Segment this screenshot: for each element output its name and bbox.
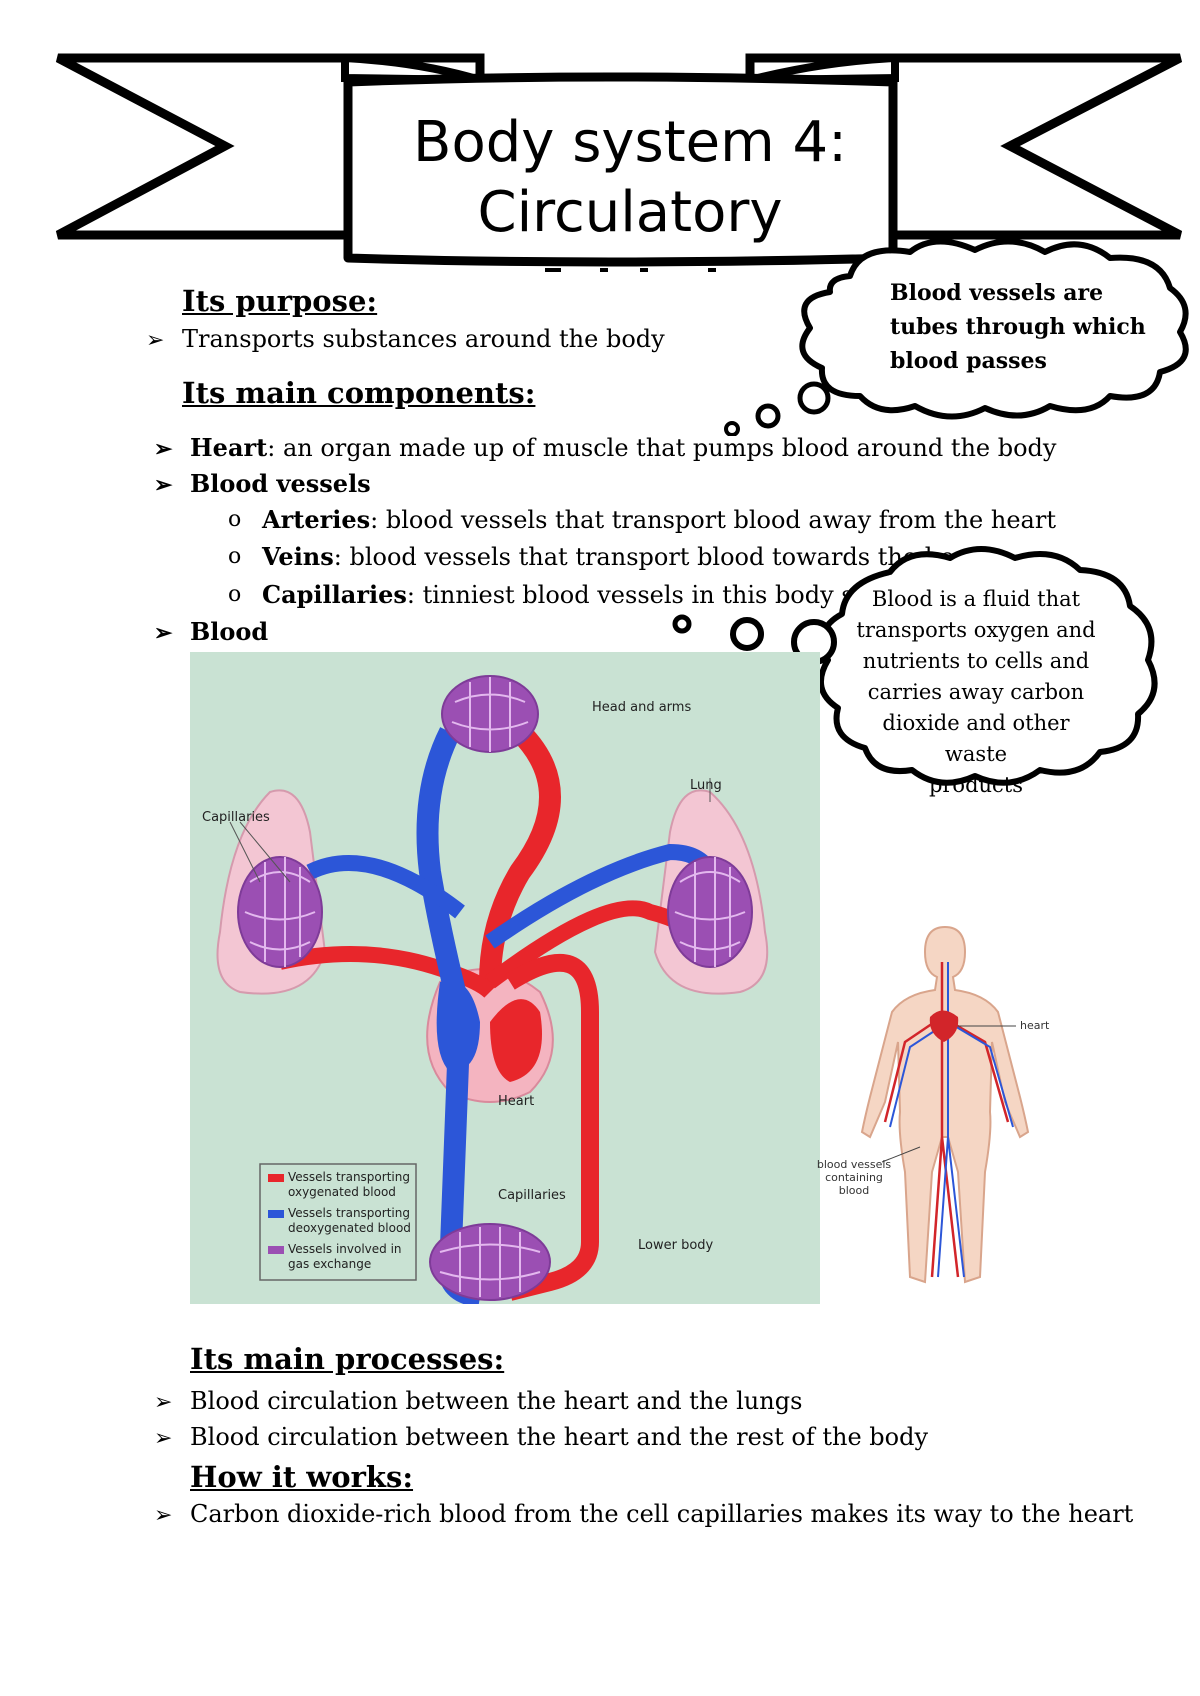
legend-line: deoxygenated blood [288,1221,411,1235]
legend-line: Vessels transporting [288,1170,410,1184]
blood-item: Blood [190,617,269,646]
capillary-mesh [244,677,746,1297]
title-banner [55,53,1183,272]
arrow-bullet-icon: ➢ [154,620,173,646]
label-heart: Heart [498,1094,535,1109]
arteries-definition: : blood vessels that transport blood awa… [370,506,1056,534]
page-title: Body system 4: Circulatory [350,108,910,248]
cloud-blood-line: products [928,773,1024,797]
heart-term: Heart [190,433,268,462]
cloud-blood-line: Blood is a fluid that [871,587,1081,611]
capillaries-item: Capillaries: tinniest blood vessels in t… [262,580,926,609]
cloud-blood-line: dioxide and other waste [882,711,1070,766]
cloud-blood-line: nutrients to cells and [862,649,1090,673]
process-item: Blood circulation between the heart and … [190,1387,803,1415]
body-veins [889,962,1014,1278]
arrow-bullet-icon: ➢ [146,328,165,353]
cloud-vessels-line: blood passes [890,348,1047,374]
circle-bullet-icon: o [228,544,242,569]
arteries-term: Arteries [262,505,371,534]
cloud-blood-line: carries away carbon [867,680,1085,704]
label-lower-body: Lower body [638,1238,714,1253]
label-head-and-arms: Head and arms [592,700,692,715]
body-vessels-line: blood vessels [816,1158,892,1171]
how-item: Carbon dioxide-rich blood from the cell … [190,1500,1134,1528]
capillaries-definition: : tinniest blood vessels in this body sy… [406,581,927,609]
pulmonary-artery-left [306,855,465,919]
title-line-1: Body system 4: [413,110,847,175]
veins-definition: : blood vessels that transport blood tow… [333,543,990,571]
label-lung: Lung [690,778,722,793]
label-capillaries-bottom: Capillaries [498,1188,566,1203]
capillaries-term: Capillaries [262,580,407,609]
heart-left-side [490,999,542,1082]
capillary-bed-lower-body [429,1223,551,1301]
vessels-pointer [881,1146,921,1163]
heart-definition: : an organ made up of muscle that pumps … [267,434,1057,462]
legend-box [259,1163,417,1281]
legend-swatch-oxygenated [268,1174,284,1182]
legend-line: Vessels involved in [288,1242,402,1256]
body-arteries [883,962,1010,1278]
pulmonary-vein-left [278,946,496,998]
circulation-diagram-art [190,652,820,1308]
circle-bullet-icon: o [228,582,242,607]
body-silhouette [860,925,1030,1284]
how-heading: How it works: [190,1460,414,1494]
body-vessels-line: containing blood [825,1171,883,1197]
cloud-vessels-line: tubes through which [890,314,1146,340]
vessels-item: Blood vessels [190,469,371,498]
purpose-heading: Its purpose: [182,284,378,318]
label-body-heart: heart [1020,1019,1050,1032]
thought-cloud-blood [672,546,1158,786]
label-capillaries-left: Capillaries [202,810,270,825]
veins-term: Veins [262,542,334,571]
heart-right-side [436,980,480,1072]
legend-swatch-gas-exchange [268,1246,284,1254]
arrow-bullet-icon: ➢ [154,1390,173,1415]
thought-cloud-vessels [724,238,1189,436]
cloud-blood-line: transports oxygen and [856,618,1096,642]
circle-bullet-icon: o [228,507,242,532]
arrow-bullet-icon: ➢ [154,1503,173,1528]
arteries-item: Arteries: blood vessels that transport b… [262,505,1056,534]
human-body-art [860,925,1030,1284]
processes-heading: Its main processes: [190,1342,505,1376]
title-line-2: Circulatory [477,180,783,245]
arrow-bullet-icon: ➢ [154,472,173,498]
aorta-lower [505,953,599,1301]
heart-item: Heart: an organ made up of muscle that p… [190,433,1056,462]
legend-line: gas exchange [288,1257,372,1271]
cloud-vessels-text: Blood vessels are tubes through which bl… [890,276,1146,378]
circulation-diagram: Head and arms Lung Capillaries Heart Cap… [190,652,820,1308]
legend-swatch-deoxygenated [268,1210,284,1218]
arrow-bullet-icon: ➢ [154,1426,173,1451]
purpose-item: Transports substances around the body [182,325,665,353]
veins-item: Veins: blood vessels that transport bloo… [262,542,990,571]
cloud-vessels-line: Blood vessels are [890,280,1104,306]
capillaries-pointer [229,821,291,883]
legend-line: Vessels transporting [288,1206,410,1220]
cloud-blood-text: Blood is a fluid that transports oxygen … [856,584,1096,801]
body-heart [929,1010,959,1042]
arrow-bullet-icon: ➢ [154,436,173,462]
components-heading: Its main components: [182,376,536,410]
legend-line: oxygenated blood [288,1185,396,1199]
process-item: Blood circulation between the heart and … [190,1423,929,1451]
